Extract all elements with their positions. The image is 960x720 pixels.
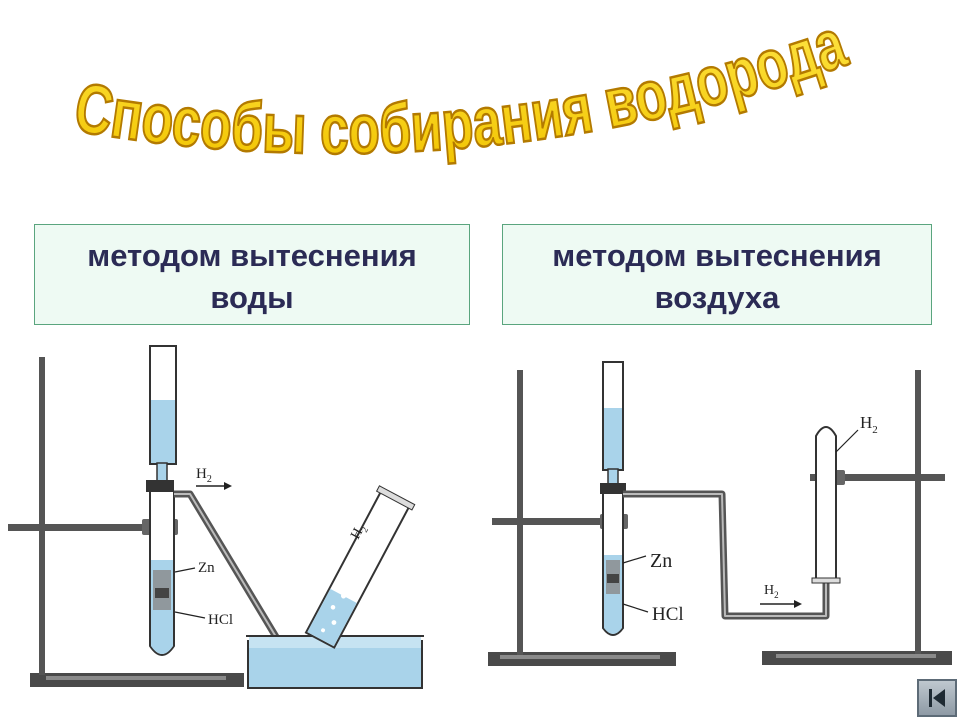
right-hcl-label: HCl: [652, 604, 684, 625]
left-stopper: [146, 480, 174, 492]
right-clamp-arm-left: [492, 518, 627, 525]
right-collecting-tube: [815, 426, 837, 580]
method-right-line1: методом вытеснения: [552, 238, 882, 273]
method-left-line2: воды: [210, 280, 294, 315]
right-h2-top-label: H2: [860, 413, 878, 436]
left-clamp-arm: [8, 524, 178, 531]
right-zn-label: Zn: [650, 550, 672, 572]
right-stopper: [600, 483, 626, 494]
left-stand-rod: [39, 357, 45, 675]
slide-title: Способы собирания водорода: [68, 2, 857, 169]
water-trough: [247, 640, 423, 689]
slide-title-text: Способы собирания водорода: [70, 4, 856, 169]
left-tube-h2-label: H2: [348, 522, 370, 543]
first-slide-button[interactable]: [917, 679, 957, 717]
method-box-air-displacement: методом вытеснения воздуха: [502, 224, 932, 325]
left-zn-label: Zn: [198, 560, 215, 576]
right-apparatus: H2 H2 Zn HCl: [488, 361, 952, 666]
method-left-line1: методом вытеснения: [87, 238, 417, 273]
right-stand-rod-right: [915, 370, 921, 654]
left-apparatus: H2 Zn HCl H2: [8, 345, 424, 689]
right-h2-arrow-label: H2: [764, 583, 779, 600]
first-slide-icon: [929, 689, 945, 707]
method-box-water-displacement: методом вытеснения воды: [34, 224, 470, 325]
right-stand-rod-left: [517, 370, 523, 655]
left-collecting-tube: [304, 485, 416, 649]
left-hcl-label: HCl: [208, 612, 233, 628]
method-right-line2: воздуха: [654, 280, 780, 315]
apparatus-illustrations: H2 Zn HCl H2: [8, 345, 952, 689]
left-h2-arrow-label: H2: [196, 466, 212, 485]
right-clamp-arm-right: [810, 474, 945, 481]
